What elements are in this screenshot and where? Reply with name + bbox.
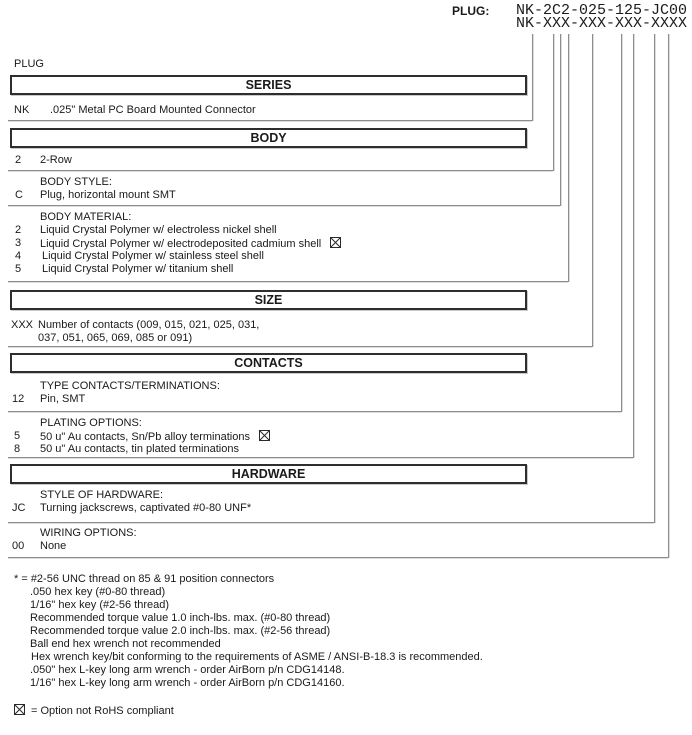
section-header-hardware: HARDWARE [10, 464, 527, 484]
plug-part-number-label: PLUG: [452, 4, 490, 18]
divider-series [8, 120, 532, 121]
connector-line-body-rows [553, 34, 554, 171]
type-contacts-code: 12 [12, 393, 25, 405]
size-desc-line2: 037, 051, 065, 069, 085 or 091) [38, 332, 193, 344]
footnote: 1/16" hex key (#2-56 thread) [30, 599, 170, 611]
part-number-example: NK-2C2-025-125-JC00 [516, 2, 688, 19]
connector-line-body-style [560, 34, 561, 206]
connector-line-wiring [668, 34, 669, 558]
body-material-heading: BODY MATERIAL: [40, 211, 132, 223]
section-header-series: SERIES [10, 75, 527, 95]
footnote: Recommended torque value 1.0 inch-lbs. m… [30, 612, 331, 624]
hardware-title: HARDWARE [231, 467, 306, 481]
body-material-code: 5 [15, 263, 22, 275]
divider-body-rows [8, 170, 553, 171]
section-header-body: BODY [10, 128, 527, 148]
divider-type-contacts [8, 411, 621, 412]
size-desc-line1: Number of contacts (009, 015, 021, 025, … [38, 319, 260, 331]
wiring-heading: WIRING OPTIONS: [40, 527, 137, 539]
part-number-mask: NK-XXX-XXX-XXX-XXXX [516, 15, 688, 32]
hardware-style-heading: STYLE OF HARDWARE: [40, 489, 164, 501]
section-header-contacts: CONTACTS [10, 353, 527, 373]
page-label: PLUG [14, 58, 44, 70]
divider-wiring [8, 557, 668, 558]
not-rohs-icon [258, 430, 270, 441]
connector-line-series [532, 34, 533, 121]
type-contacts-desc: Pin, SMT [40, 393, 86, 405]
footnote: Ball end hex wrench not recommended [30, 638, 221, 650]
footnote: * = #2-56 UNC thread on 85 & 91 position… [14, 573, 275, 585]
connector-line-type-contacts [621, 34, 622, 412]
body-material-code: 4 [15, 250, 22, 262]
footnote: .050" hex L-key long arm wrench - order … [30, 664, 345, 676]
body-material-desc: Liquid Crystal Polymer w/ titanium shell [42, 263, 234, 275]
body-style-code: C [15, 189, 23, 201]
body-material-desc: Liquid Crystal Polymer w/ electrodeposit… [40, 237, 342, 250]
footnote: 1/16" hex L-key long arm wrench - order … [30, 677, 345, 689]
wiring-desc: None [40, 540, 67, 552]
connector-line-plating [633, 34, 634, 458]
body-material-desc: Liquid Crystal Polymer w/ stainless stee… [42, 250, 264, 262]
wiring-code: 00 [12, 540, 25, 552]
plating-heading: PLATING OPTIONS: [40, 417, 142, 429]
series-desc: .025" Metal PC Board Mounted Connector [50, 104, 256, 116]
plating-desc: 50 u" Au contacts, tin plated terminatio… [40, 443, 239, 455]
connector-line-body-material [568, 34, 569, 282]
plating-code: 5 [14, 430, 21, 442]
divider-plating [8, 457, 633, 458]
section-header-size: SIZE [10, 290, 527, 310]
not-rohs-icon [330, 237, 342, 248]
divider-hardware-style [8, 522, 654, 523]
plating-desc: 50 u" Au contacts, Sn/Pb alloy terminati… [40, 430, 270, 443]
hardware-style-code: JC [12, 502, 26, 514]
body-material-desc: Liquid Crystal Polymer w/ electroless ni… [40, 224, 277, 236]
body-material-code: 3 [15, 237, 22, 249]
body-material-code: 2 [15, 224, 22, 236]
plating-code: 8 [14, 443, 21, 455]
size-code: XXX [11, 319, 34, 331]
connector-line-size [592, 34, 593, 347]
body-style-desc: Plug, horizontal mount SMT [40, 189, 176, 201]
footnote: .050 hex key (#0-80 thread) [30, 586, 166, 598]
rohs-legend: = Option not RoHS compliant [14, 704, 174, 717]
body-rows-desc: 2-Row [40, 154, 72, 166]
divider-body-material [8, 281, 568, 282]
type-contacts-heading: TYPE CONTACTS/TERMINATIONS: [40, 380, 220, 392]
divider-size [8, 346, 592, 347]
series-code: NK [14, 104, 30, 116]
body-title: BODY [250, 131, 287, 145]
contacts-title: CONTACTS [234, 356, 303, 370]
series-title: SERIES [245, 78, 292, 92]
connector-line-hardware-style [654, 34, 655, 523]
not-rohs-icon [14, 704, 25, 715]
footnote: Hex wrench key/bit conforming to the req… [31, 651, 483, 663]
divider-body-style [8, 205, 560, 206]
hardware-style-desc: Turning jackscrews, captivated #0-80 UNF… [40, 502, 252, 514]
size-title: SIZE [254, 293, 283, 307]
body-style-heading: BODY STYLE: [40, 176, 112, 188]
body-rows-code: 2 [15, 154, 22, 166]
footnote: Recommended torque value 2.0 inch-lbs. m… [30, 625, 331, 637]
